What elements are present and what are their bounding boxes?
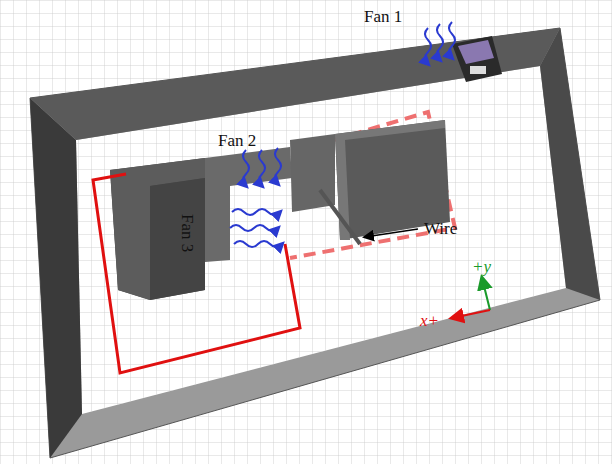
axis-label: x+	[420, 312, 439, 329]
left-wall-face	[30, 98, 82, 458]
wire-label: Wire	[424, 220, 457, 237]
fan3-airflow	[230, 209, 282, 247]
wire-pointer	[365, 229, 418, 237]
outer-wall	[30, 28, 600, 458]
left-block-front	[110, 158, 205, 300]
fan-label: Fan 3	[179, 214, 196, 252]
fan-label: Fan 2	[218, 132, 256, 149]
fan2-airflow	[243, 148, 281, 186]
left-block-face	[150, 178, 205, 300]
back-wall-face	[30, 28, 560, 140]
path-visible	[93, 174, 300, 373]
x-axis	[452, 310, 490, 318]
robot	[452, 36, 502, 82]
wire	[320, 190, 360, 244]
axis-label: +y	[472, 258, 491, 275]
left-block-side	[110, 158, 205, 300]
right-wall-face	[540, 28, 600, 300]
fan-label: Fan 1	[364, 8, 402, 25]
fan1-airflow	[425, 22, 455, 64]
left-block-side2	[205, 147, 292, 262]
y-axis	[482, 278, 490, 310]
